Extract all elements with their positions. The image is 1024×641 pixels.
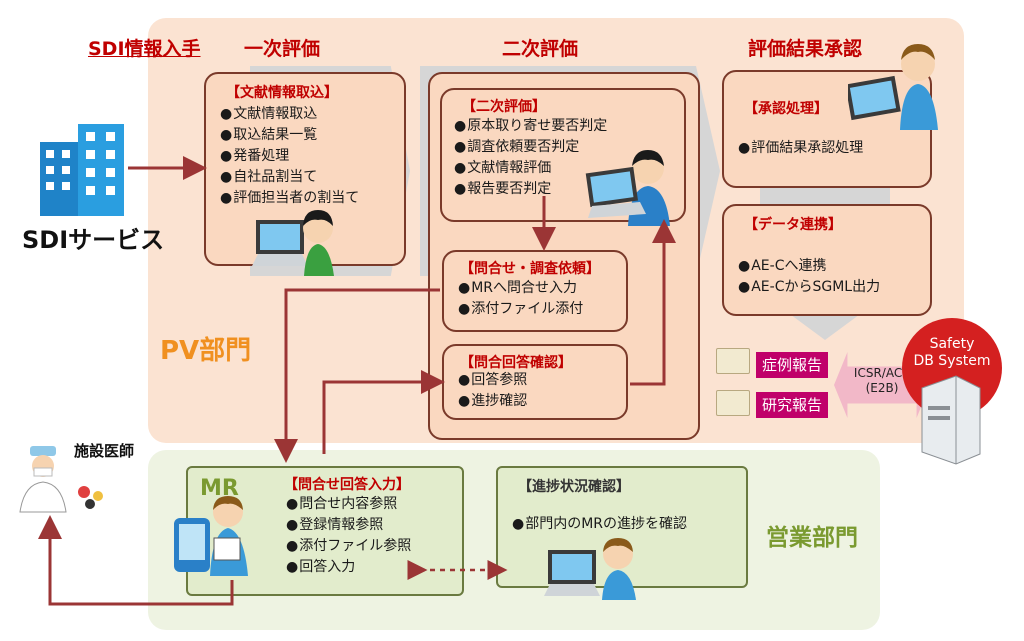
list-item: 進捗確認 — [458, 391, 527, 412]
panel-items: 部門内のMRの進捗を確認 — [512, 514, 687, 535]
panel-approval: 【承認処理】 評価結果承認処理 — [722, 70, 932, 188]
list-item: AE-CからSGML出力 — [738, 277, 880, 298]
sdi-service-label: SDIサービス — [22, 226, 165, 254]
stage-title-approval: 評価結果承認 — [748, 38, 863, 60]
stage-title-sdi: SDI情報入手 — [88, 38, 201, 60]
list-item: 自社品割当て — [220, 167, 359, 188]
panel-title: 【二次評価】 — [462, 99, 546, 115]
list-item: AE-Cへ連携 — [738, 256, 880, 277]
panel-inquiry: 【問合せ・調査依頼】 MRへ問合せ入力 添付ファイル添付 — [442, 250, 628, 332]
list-item: 問合せ内容参照 — [286, 494, 411, 515]
list-item: 登録情報参照 — [286, 515, 411, 536]
folder-icon — [716, 348, 750, 374]
arrow-inquiry-to-mr — [274, 288, 440, 463]
panel-items: 評価結果承認処理 — [738, 138, 863, 159]
list-item: 添付ファイル添付 — [458, 299, 583, 320]
list-item: 評価担当者の割当て — [220, 188, 359, 209]
icsr-line-1: ICSR/ACK — [853, 366, 911, 380]
department-label-pv: PV部門 — [160, 336, 252, 366]
list-item: MRへ問合せ入力 — [458, 278, 583, 299]
panel-items: MRへ問合せ入力 添付ファイル添付 — [458, 278, 583, 320]
safety-db-line-1: Safety — [929, 336, 975, 352]
laptop-person-icon — [252, 210, 334, 276]
mr-pda-icon — [174, 496, 248, 576]
laptop-person-icon — [848, 44, 938, 130]
folder-icon — [716, 390, 750, 416]
panel-data-link: 【データ連携】 AE-Cへ連携 AE-CからSGML出力 — [722, 204, 932, 316]
stage-title-second-eval: 二次評価 — [502, 38, 579, 60]
list-item: 原本取り寄せ要否判定 — [454, 116, 607, 137]
panel-items: 文献情報取込 取込結果一覧 発番処理 自社品割当て 評価担当者の割当て — [220, 104, 359, 209]
panel-items: 回答参照 進捗確認 — [458, 370, 527, 412]
panel-title: 【問合回答確認】 — [460, 355, 572, 371]
list-item: 文献情報取込 — [220, 104, 359, 125]
report-case: 症例報告 — [756, 352, 829, 378]
list-item: 取込結果一覧 — [220, 125, 359, 146]
panel-items: 原本取り寄せ要否判定 調査依頼要否判定 文献情報評価 報告要否判定 — [454, 116, 607, 200]
list-item: 調査依頼要否判定 — [454, 137, 607, 158]
server-icon — [921, 375, 981, 465]
list-item: 文献情報評価 — [454, 158, 607, 179]
arrow-mr-to-answer — [322, 370, 445, 454]
laptop-person-icon — [544, 538, 636, 600]
arrow-mr-to-doctor — [38, 515, 234, 606]
panel-title: 【承認処理】 — [744, 101, 828, 117]
panel-title: 【問合せ・調査依頼】 — [460, 261, 600, 277]
panel-items: 問合せ内容参照 登録情報参照 添付ファイル参照 回答入力 — [286, 494, 411, 578]
doctor-label: 施設医師 — [74, 442, 135, 460]
list-item: 回答入力 — [286, 557, 411, 578]
icsr-label: ICSR/ACK (E2B) — [836, 366, 928, 396]
list-item: 報告要否判定 — [454, 179, 607, 200]
doctor-icon — [19, 446, 103, 513]
stage-title-first-eval: 一次評価 — [244, 38, 321, 60]
panel-answer-confirm: 【問合回答確認】 回答参照 進捗確認 — [442, 344, 628, 420]
panel-title: 【データ連携】 — [744, 217, 842, 233]
department-label-sales: 営業部門 — [766, 525, 858, 551]
arrow-answer-to-eval — [630, 219, 676, 386]
safety-db-line-2: DB System — [913, 353, 991, 369]
panel-items: AE-Cへ連携 AE-CからSGML出力 — [738, 256, 880, 298]
panel-title: 【文献情報取込】 — [226, 85, 338, 101]
list-item: 回答参照 — [458, 370, 527, 391]
list-item: 発番処理 — [220, 146, 359, 167]
list-item: 添付ファイル参照 — [286, 536, 411, 557]
list-item: 評価結果承認処理 — [738, 138, 863, 159]
icsr-line-2: (E2B) — [865, 381, 899, 395]
panel-title: 【進捗状況確認】 — [518, 479, 630, 495]
panel-title: 【問合せ回答入力】 — [284, 477, 410, 493]
building-icon — [40, 124, 124, 216]
list-item: 部門内のMRの進捗を確認 — [512, 514, 687, 535]
report-study: 研究報告 — [756, 392, 829, 418]
laptop-person-icon — [585, 150, 670, 226]
